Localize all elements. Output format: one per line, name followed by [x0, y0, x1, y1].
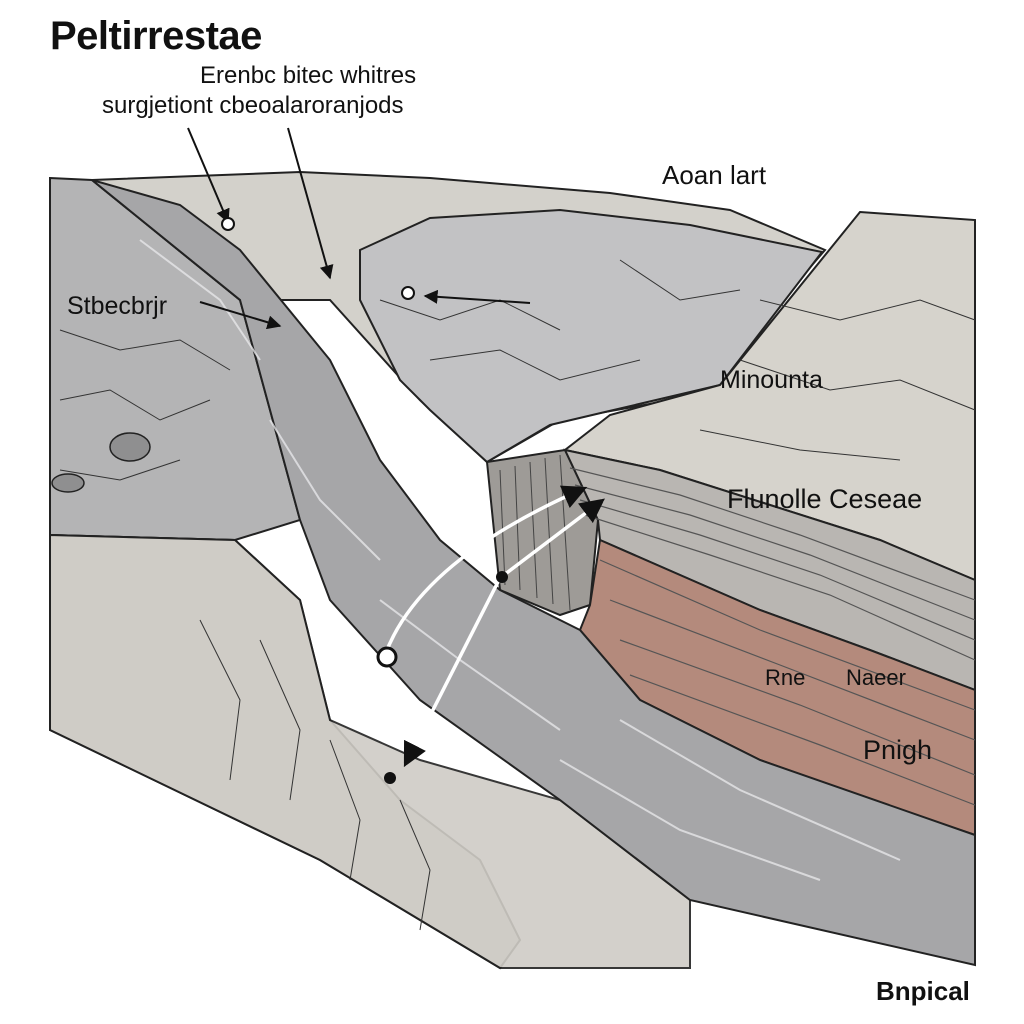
marker-point-2 — [496, 571, 508, 583]
diagram-title: Peltirrestae — [50, 14, 262, 59]
label-red-layer-b: Naeer — [846, 665, 906, 691]
label-bottom-layer: Pnigh — [863, 735, 932, 766]
subtitle-line-1: Erenbc bitec whitres — [200, 62, 416, 90]
marker-point-5 — [222, 218, 234, 230]
label-red-layer-a: Rne — [765, 665, 805, 691]
label-corner: Bnpical — [876, 976, 970, 1007]
marker-point-3 — [384, 772, 396, 784]
label-mid-right: Minounta — [720, 366, 823, 395]
marker-point-1 — [378, 648, 396, 666]
subtitle-line-2: surgjetiont cbeoalaroranjods — [102, 92, 404, 120]
label-left: Stbecbrjr — [67, 292, 167, 321]
marker-point-4 — [402, 287, 414, 299]
label-layer: Flunolle Ceseae — [727, 484, 922, 515]
label-top-right: Aoan lart — [662, 160, 766, 191]
